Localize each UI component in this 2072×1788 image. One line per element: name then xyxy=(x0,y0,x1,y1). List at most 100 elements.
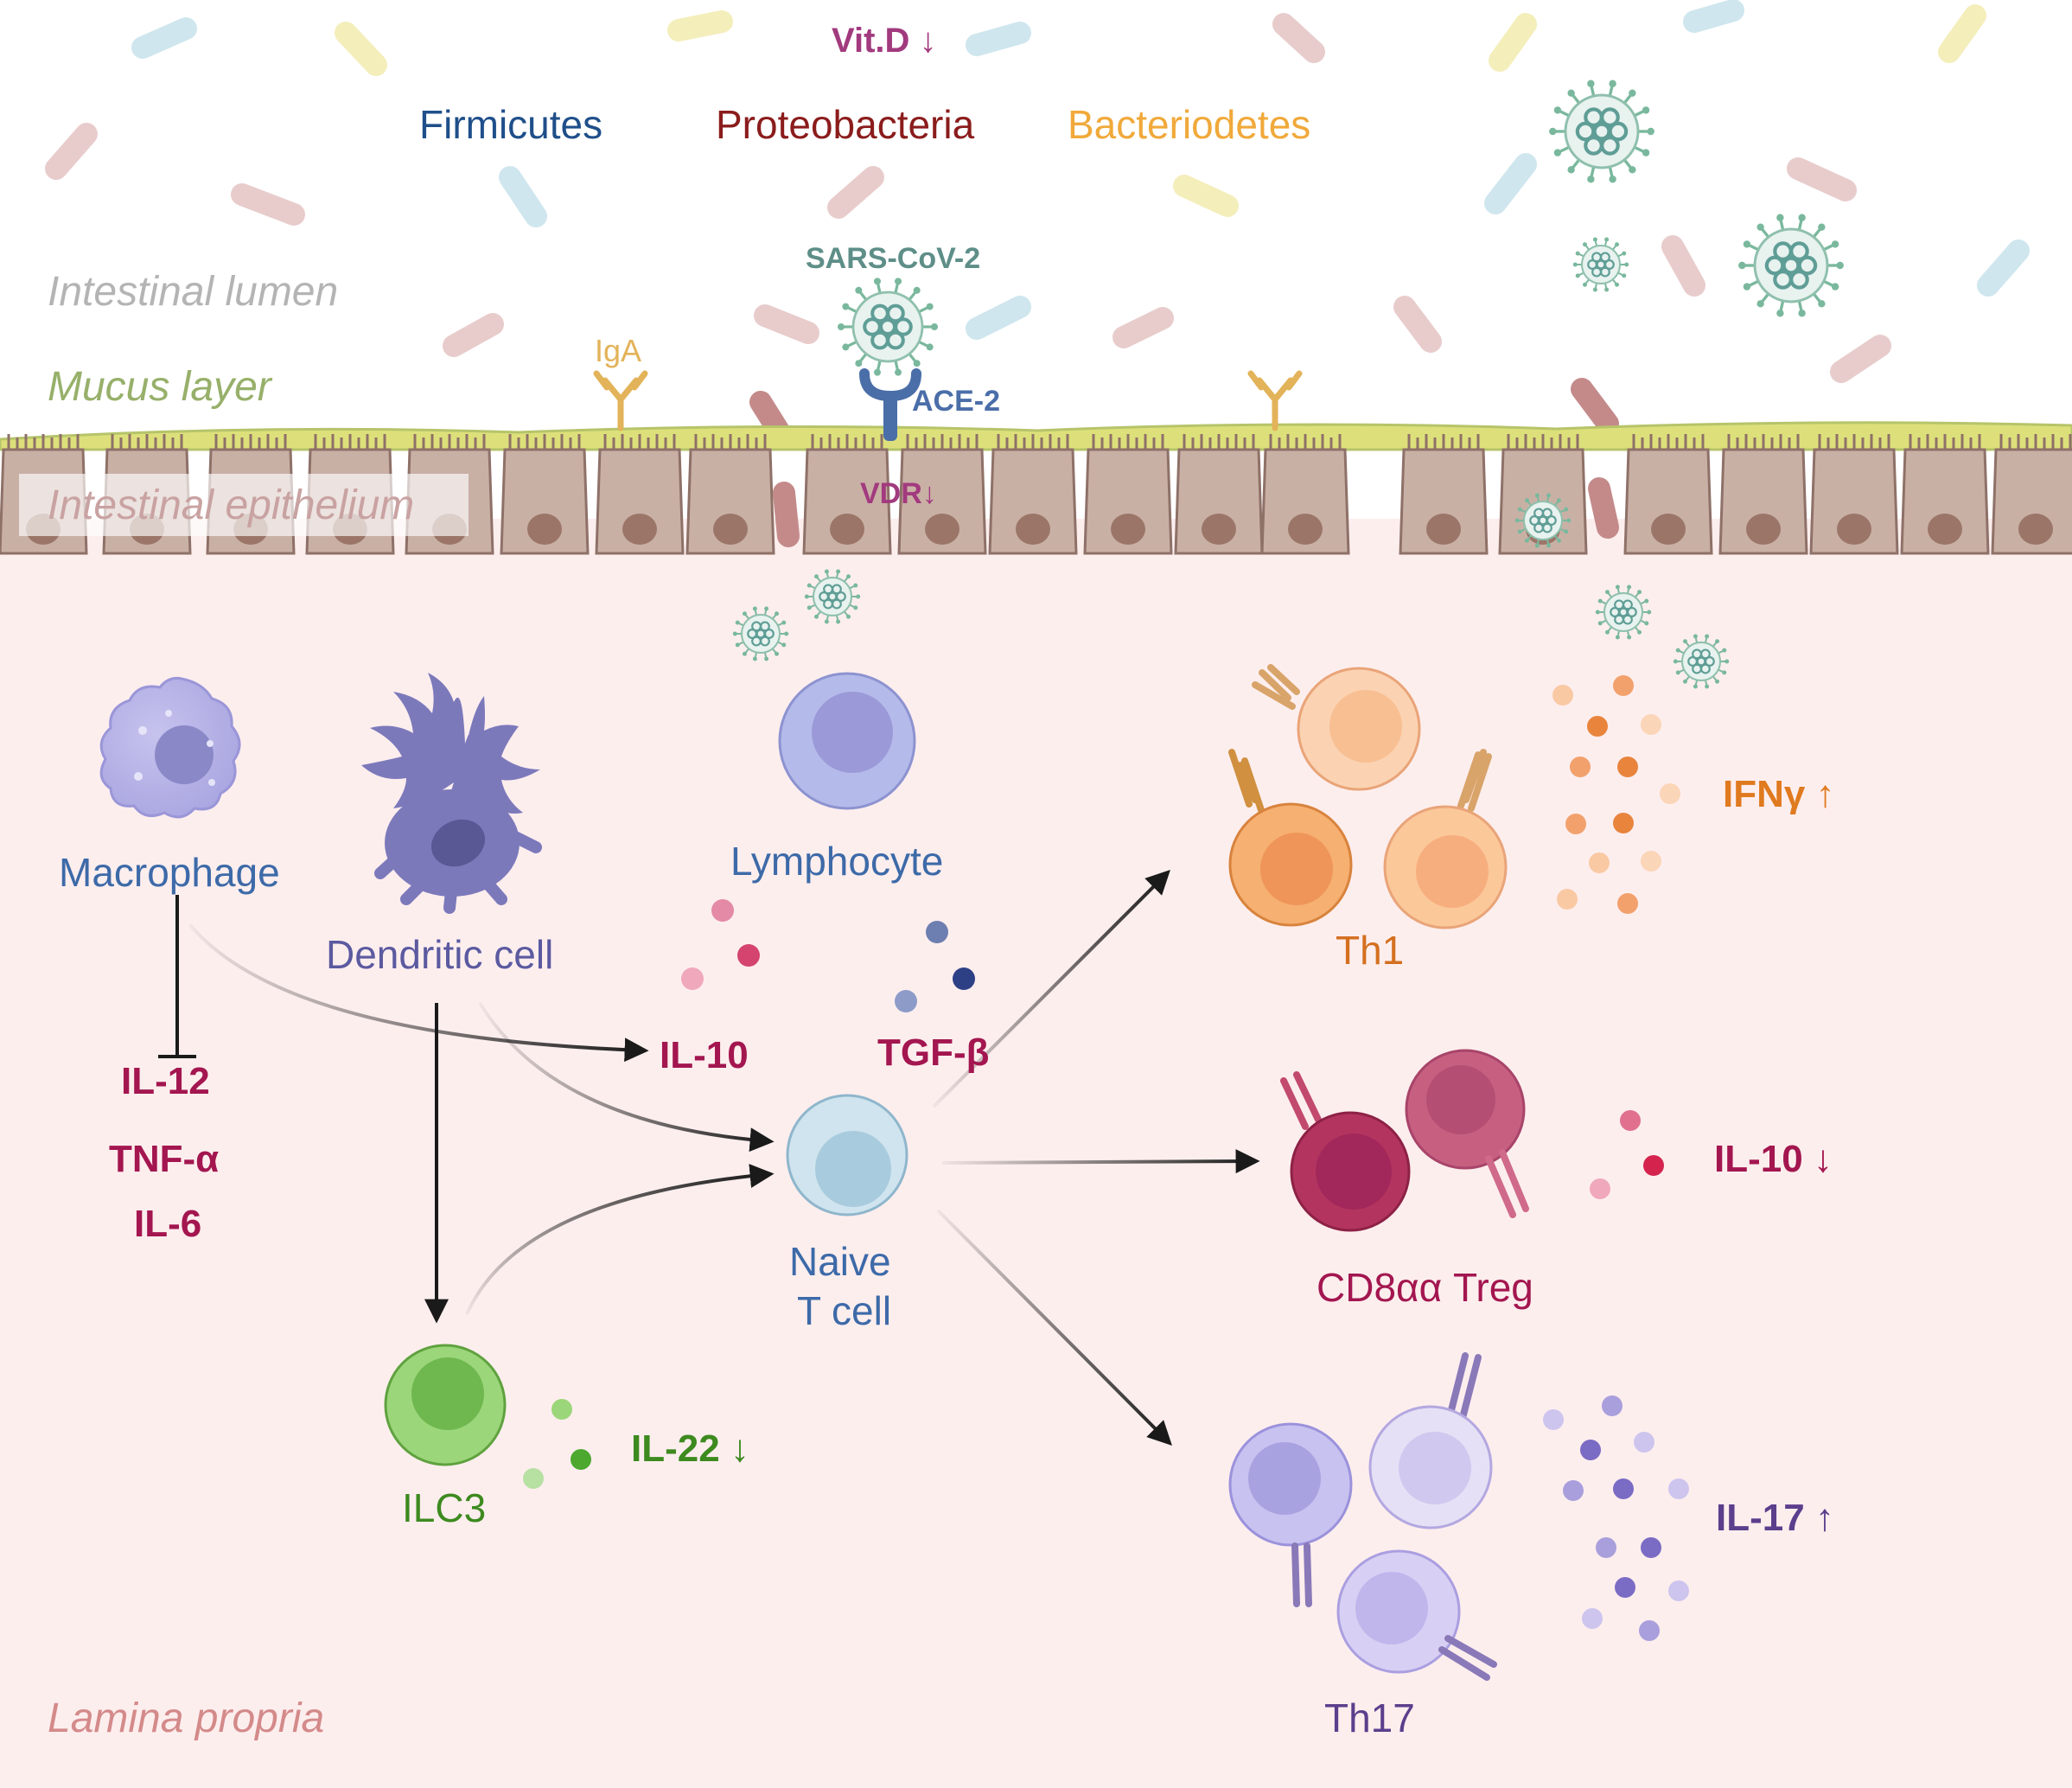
epithelial-cell xyxy=(1260,434,1350,555)
bacteriodetes-label: Bacteriodetes xyxy=(1068,102,1310,147)
th17-cells xyxy=(1228,1352,1497,1681)
epithelial-cell xyxy=(1718,434,1808,555)
bacterium xyxy=(1113,307,1174,348)
il17-dot xyxy=(1582,1608,1603,1629)
firmicutes-label: Firmicutes xyxy=(419,102,602,147)
il17-dot xyxy=(1563,1480,1584,1501)
sars-cov-2-virus xyxy=(1738,214,1844,317)
th17-label: Th17 xyxy=(1324,1695,1415,1740)
bacterium xyxy=(1173,175,1239,217)
mucus-layer-label: Mucus layer xyxy=(48,364,273,410)
macrophage-to-il10-arrow xyxy=(188,923,649,1063)
il17-cytokine-dots xyxy=(1543,1395,1689,1641)
il17-dot xyxy=(1615,1577,1635,1598)
ifng-dot xyxy=(1617,757,1638,777)
bacteria-group xyxy=(45,0,2030,547)
epithelial-cell xyxy=(1174,434,1264,555)
epithelial-cell xyxy=(1399,434,1489,555)
th1-cells xyxy=(1228,664,1508,929)
macrophage-cell xyxy=(99,677,241,819)
il10-center-label: IL-10 xyxy=(660,1034,749,1076)
bacterium xyxy=(1938,4,1986,63)
il17-dot xyxy=(1634,1432,1654,1453)
antibody-receptor xyxy=(1457,749,1492,812)
il17-dot xyxy=(1668,1478,1689,1499)
lymphocyte-cell xyxy=(778,672,916,810)
epithelial-cell xyxy=(500,434,590,555)
iga-antibody xyxy=(593,370,648,431)
iga-antibody xyxy=(1247,370,1303,431)
tnfa-label: TNF-α xyxy=(109,1138,219,1180)
ifng-dot xyxy=(1660,783,1680,804)
antibody-receptor xyxy=(1447,1352,1482,1421)
vdr-label: VDR↓ xyxy=(860,477,937,510)
bacterium xyxy=(827,166,884,219)
tgfb-label: TGF-β xyxy=(877,1031,990,1074)
naive-to-th1-arrow xyxy=(932,870,1170,1108)
lamina-propria-region xyxy=(0,519,2072,1788)
dendritic-cell xyxy=(361,673,542,914)
ifng-dot xyxy=(1565,814,1586,834)
bacterium xyxy=(966,22,1031,56)
treg-label: CD8αα Treg xyxy=(1317,1265,1533,1310)
ace2-receptor xyxy=(859,368,921,441)
ifng-dot xyxy=(1613,813,1634,833)
ifng-dot xyxy=(1570,757,1591,777)
intestinal-lumen-region xyxy=(0,0,2072,432)
naive-t-cell-label-line2: T cell xyxy=(797,1288,891,1333)
bacterium xyxy=(131,17,197,59)
il12-label: IL-12 xyxy=(121,1060,210,1102)
il17-dot xyxy=(1596,1537,1616,1558)
il22-cytokine-dots xyxy=(523,1399,591,1489)
th1-label: Th1 xyxy=(1336,928,1404,973)
ifng-dot xyxy=(1641,851,1661,872)
pathway-arrows xyxy=(158,870,1260,1446)
lamina-propria-label: Lamina propria xyxy=(48,1695,324,1741)
antibody-receptor xyxy=(1228,749,1266,816)
epithelial-cell xyxy=(1083,434,1173,555)
bacterium xyxy=(966,296,1031,340)
bacterium xyxy=(667,10,733,42)
bacterium xyxy=(335,22,387,76)
dendritic-cell-label: Dendritic cell xyxy=(326,932,553,977)
macrophage-label: Macrophage xyxy=(59,850,280,895)
il17-dot xyxy=(1543,1409,1564,1430)
ifng-dot xyxy=(1617,893,1638,914)
antibody-receptor xyxy=(1438,1635,1497,1681)
antibody-receptor xyxy=(1252,664,1300,710)
il17-label: IL-17 ↑ xyxy=(1716,1497,1834,1539)
ifng-dot xyxy=(1557,889,1578,910)
naive-t-cell-label-line1: Naive xyxy=(789,1239,891,1284)
naive-to-th17-arrow xyxy=(936,1209,1172,1446)
epithelial-cell xyxy=(1809,434,1899,555)
il17-dot xyxy=(1668,1580,1689,1601)
antibody-receptor xyxy=(1485,1149,1529,1218)
sars-cov-2-virus xyxy=(838,278,938,376)
epithelial-cell xyxy=(802,434,892,555)
il17-dot xyxy=(1639,1620,1660,1641)
bacterium xyxy=(1272,13,1325,63)
intestinal-lumen-label: Intestinal lumen xyxy=(48,269,338,315)
bacterium xyxy=(1484,153,1537,214)
bacterium xyxy=(773,482,800,547)
epithelium-label-box xyxy=(19,474,469,536)
bacterium xyxy=(499,166,547,227)
bacterium xyxy=(1683,0,1744,33)
lymphocyte-label: Lymphocyte xyxy=(730,839,943,884)
ilc3-cell xyxy=(384,1344,507,1466)
bacterium xyxy=(1489,13,1537,72)
tgfb-cytokine-dots xyxy=(895,921,975,1012)
ifng-dot xyxy=(1587,716,1608,737)
epithelial-cell xyxy=(595,434,685,555)
bacterium xyxy=(1830,335,1891,383)
antibody-receptor xyxy=(1280,1071,1322,1130)
ifng-dot xyxy=(1552,685,1573,706)
il10-cytokine-dots xyxy=(681,899,760,990)
ilc3-label: ILC3 xyxy=(402,1485,486,1530)
sars-cov-2-virus xyxy=(804,569,861,624)
ilc3-to-naive-arrow xyxy=(465,1164,775,1315)
bacterium xyxy=(45,123,98,180)
sars-cov-2-virus xyxy=(1572,237,1629,292)
il10-right-cytokine-dots xyxy=(1590,1110,1664,1199)
epithelial-cell xyxy=(685,434,775,555)
